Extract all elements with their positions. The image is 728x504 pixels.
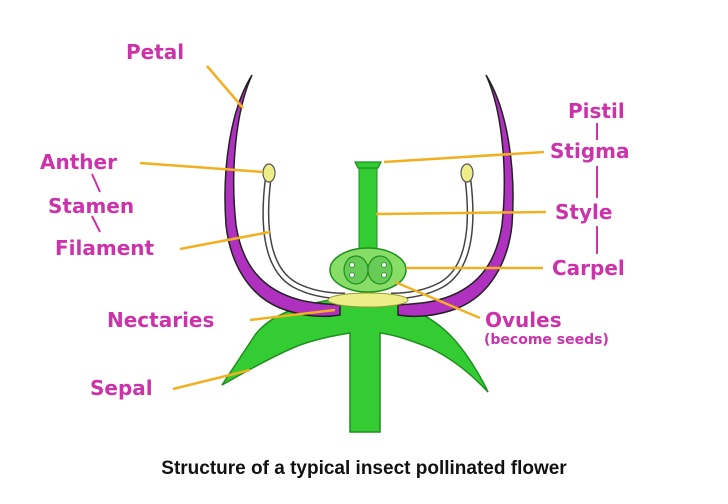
right-anther-shape	[460, 163, 474, 183]
anther-leader	[139, 161, 264, 174]
label-style: Style	[555, 200, 613, 224]
diagram-caption: Structure of a typical insect pollinated…	[161, 458, 567, 479]
style-leader	[375, 210, 547, 216]
ovule-2	[367, 255, 393, 285]
label-become-seeds: (become seeds)	[484, 332, 609, 348]
label-anther: Anther	[40, 150, 117, 174]
ovules-leader	[394, 280, 481, 320]
stamen-bracket	[91, 173, 101, 233]
left-anther-shape	[262, 163, 276, 183]
sepal-leader	[172, 368, 251, 391]
nectaries-shape	[327, 292, 409, 308]
leader-lines	[139, 65, 547, 391]
stigma-shape	[354, 161, 382, 169]
label-stamen: Stamen	[48, 194, 135, 218]
sepal-shape	[221, 299, 489, 433]
label-nectaries: Nectaries	[107, 308, 215, 332]
right-petal-shape	[397, 74, 514, 318]
label-carpel: Carpel	[552, 256, 625, 280]
label-filament: Filament	[55, 236, 155, 260]
label-pistil: Pistil	[568, 99, 625, 123]
left-petal-shape	[224, 74, 341, 318]
ovule-1	[343, 255, 369, 285]
label-sepal: Sepal	[90, 376, 153, 400]
nectaries-leader	[249, 308, 336, 322]
petal-leader	[206, 65, 244, 109]
stigma-leader	[383, 150, 545, 164]
label-petal: Petal	[126, 40, 185, 64]
label-ovules: Ovules	[485, 308, 562, 332]
filament-leader	[179, 230, 271, 251]
label-stigma: Stigma	[550, 139, 630, 163]
